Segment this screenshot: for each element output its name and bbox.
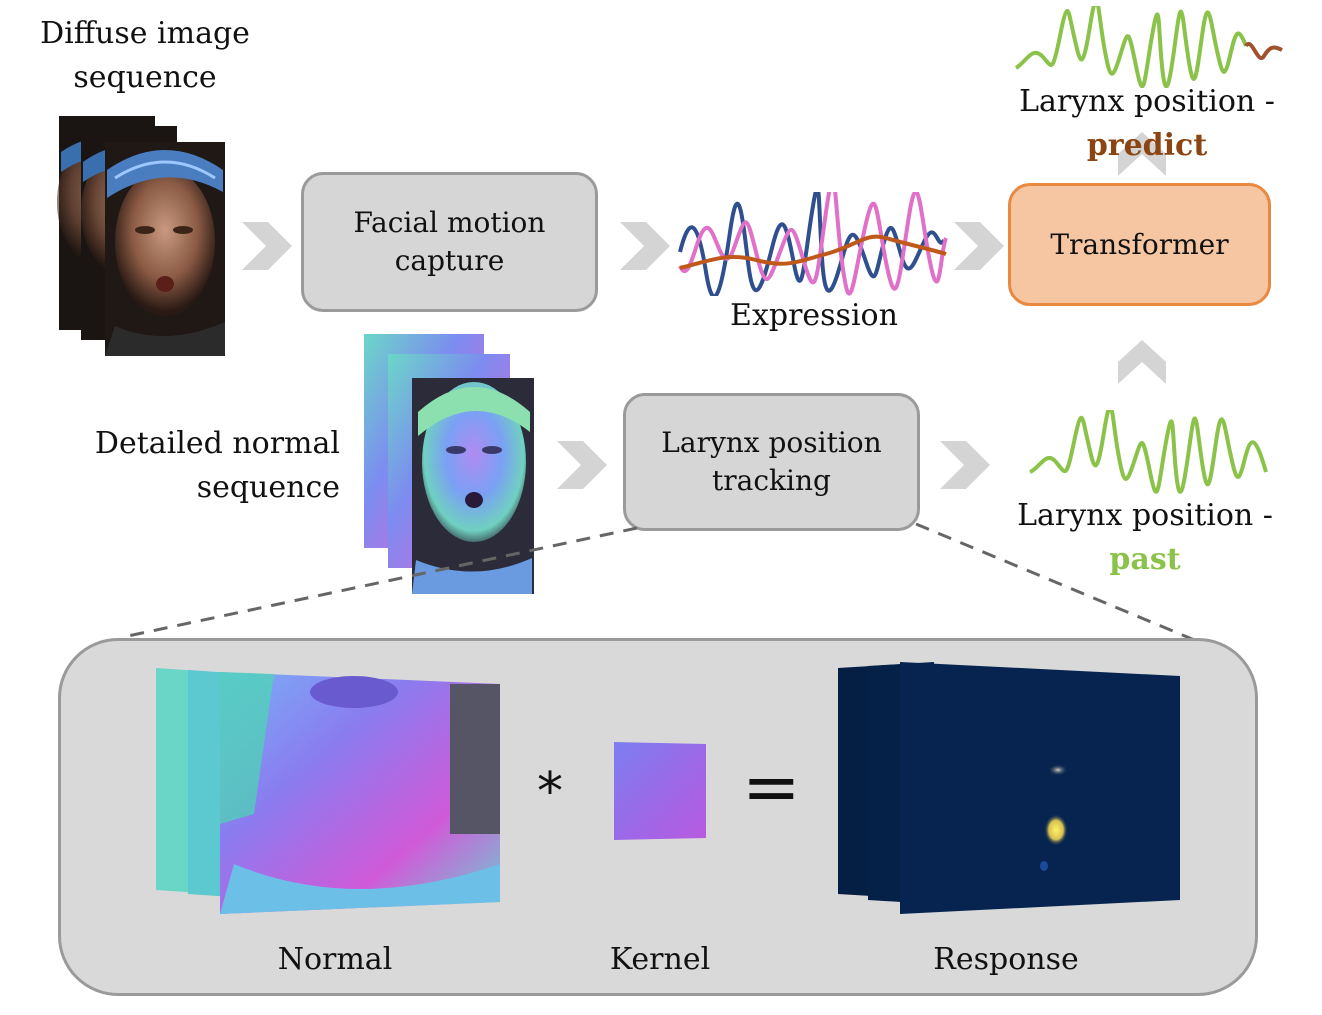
convolution-operator: * — [537, 762, 563, 822]
past-curve-green — [1029, 410, 1268, 494]
diffuse-label-line1: Diffuse image — [40, 16, 250, 51]
kernel-caption: Kernel — [609, 942, 711, 977]
chevron-right-icon — [940, 441, 990, 489]
predict-word: predict — [1086, 128, 1208, 163]
diffuse-label-line2: sequence — [73, 60, 217, 95]
chevron-right-icon — [557, 441, 607, 489]
facial-box-line2: capture — [394, 244, 505, 277]
larynx-box-line1: Larynx position — [661, 426, 882, 459]
diffuse-sequence-label: Diffuse image sequence — [20, 12, 270, 100]
past-word: past — [1109, 542, 1181, 577]
diffuse-image-stack — [57, 116, 225, 356]
normal-sequence-label: Detailed normal sequence — [90, 422, 340, 510]
facial-motion-capture-box: Facial motion capture — [301, 172, 598, 312]
chevron-right-icon — [954, 222, 1004, 270]
response-stack — [838, 662, 1180, 914]
larynx-past-label: Larynx position - past — [990, 494, 1300, 582]
expression-curve-blue — [678, 192, 946, 296]
equals-operator: = — [742, 746, 801, 828]
expression-curve-pink — [678, 192, 948, 296]
normal-label-line2: sequence — [196, 470, 340, 505]
larynx-past-prefix: Larynx position - — [1017, 498, 1273, 533]
normal-label-line1: Detailed normal — [94, 426, 340, 461]
predict-curve-green — [1014, 6, 1248, 88]
larynx-predict-label: Larynx position - predict — [972, 80, 1322, 168]
facial-box-line1: Facial motion — [353, 206, 546, 239]
predict-curve-brown — [1244, 41, 1283, 61]
kernel-image — [614, 742, 706, 840]
response-caption: Response — [933, 942, 1079, 977]
expression-curve-orange — [679, 234, 947, 270]
larynx-tracking-box: Larynx position tracking — [623, 393, 920, 531]
expression-label: Expression — [730, 298, 898, 333]
expression-signals — [678, 192, 948, 296]
larynx-predict-signal — [1014, 6, 1283, 88]
normal-image-stack — [364, 334, 534, 594]
larynx-past-signal — [1029, 410, 1268, 494]
larynx-predict-prefix: Larynx position - — [1019, 84, 1275, 119]
normal-caption: Normal — [277, 942, 393, 977]
larynx-box-line2: tracking — [712, 464, 831, 497]
chevron-right-icon — [242, 222, 292, 270]
transformer-label: Transformer — [1050, 227, 1229, 261]
chevron-up-icon — [1118, 132, 1166, 176]
chevron-up-icon — [1118, 340, 1166, 384]
transformer-box: Transformer — [1008, 183, 1271, 306]
normal-neck-stack — [156, 668, 500, 914]
chevron-right-icon — [620, 222, 670, 270]
